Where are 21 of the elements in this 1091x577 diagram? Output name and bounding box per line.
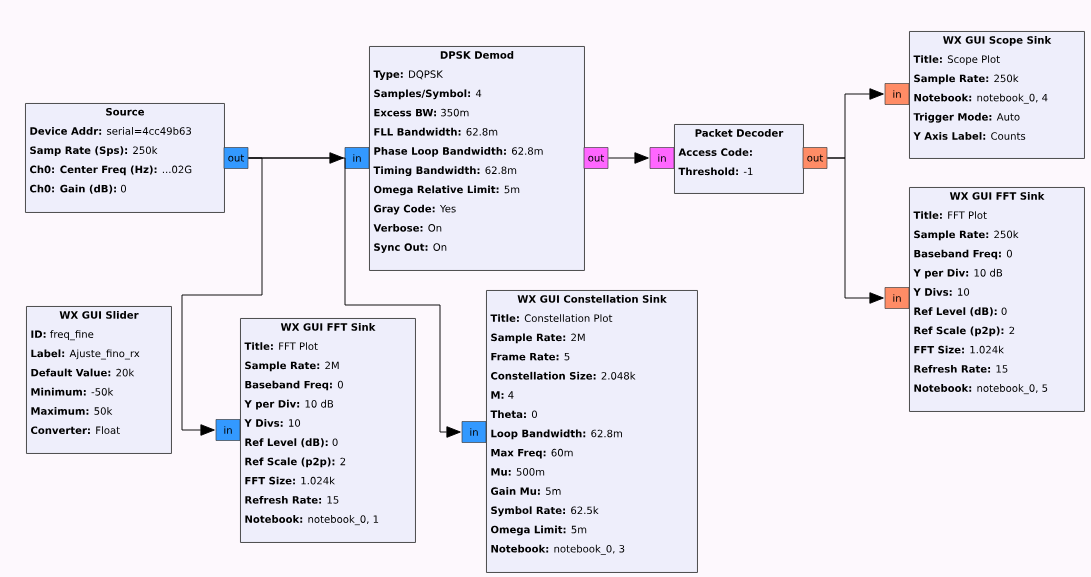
output-port: out xyxy=(223,147,249,169)
block: Packet Decoder Access Code: Threshold: -1 xyxy=(674,124,804,194)
connector-arrow xyxy=(181,157,263,436)
block: WX GUI Scope Sink Title: Scope Plot Sample Rate: 250k Notebook: notebook_0, 4 Trigger Mode: Auto Y Axis Label: Counts xyxy=(909,31,1085,159)
block: WX GUI FFT Sink Title: FFT Plot Sample Rate: 250k Baseband Freq: 0 Y per Div: 10 dB Y Divs: 10 Ref Level (dB): 0 Ref Scale (p2p): 2 FFT Size: 1.024k Refresh Rate: 15 Notebook: notebook_0, 5 xyxy=(909,187,1085,412)
block: WX GUI FFT Sink Title: FFT Plot Sample Rate: 2M Baseband Freq: 0 Y per Div: 10 dB Y Divs: 10 Ref Level (dB): 0 Ref Scale (p2p): 2 FFT Size: 1.024k Refresh Rate: 15 Notebook: notebook_0, 1 xyxy=(240,318,416,543)
input-port: in xyxy=(649,147,675,169)
input-port: in xyxy=(344,147,370,169)
block: Source Device Addr: serial=4cc49b63 Samp Rate (Sps): 250k Ch0: Center Freq (Hz): ...02G Ch0: Gain (dB): 0 xyxy=(25,103,225,213)
input-port: in xyxy=(884,287,910,309)
block: WX GUI Constellation Sink Title: Constellation Plot Sample Rate: 2M Frame Rate: 5 Constellation Size: 2.048k M: 4 Theta: 0 Loop Bandwidth: 62.8m Max Freq: 60m Mu: 500m Gain Mu: 5m Symbol Rate: 62.5k Omega Limit: 5m Notebook: notebook_0, 3 xyxy=(486,290,698,573)
connector-arrow xyxy=(247,157,461,438)
block: WX GUI Slider ID: freq_fine Label: Ajuste_fino_rx Default Value: 20k Minimum: -50k Maximum: 50k Converter: Float xyxy=(26,306,172,454)
connector-arrow xyxy=(607,152,649,164)
output-port: out xyxy=(583,147,609,169)
output-port: out xyxy=(802,147,828,169)
input-port: in xyxy=(461,421,487,443)
block: DPSK Demod Type: DQPSK Samples/Symbol: 4 Excess BW: 350m FLL Bandwidth: 62.8m Phase Loop Bandwidth: 62.8m Timing Bandwidth: 62.8m Omega Relative Limit: 5m Gray Code: Yes Verbose: On Sync Out: On xyxy=(369,46,585,271)
input-port: in xyxy=(215,419,241,441)
input-port: in xyxy=(884,83,910,105)
connector-arrow xyxy=(826,157,884,304)
